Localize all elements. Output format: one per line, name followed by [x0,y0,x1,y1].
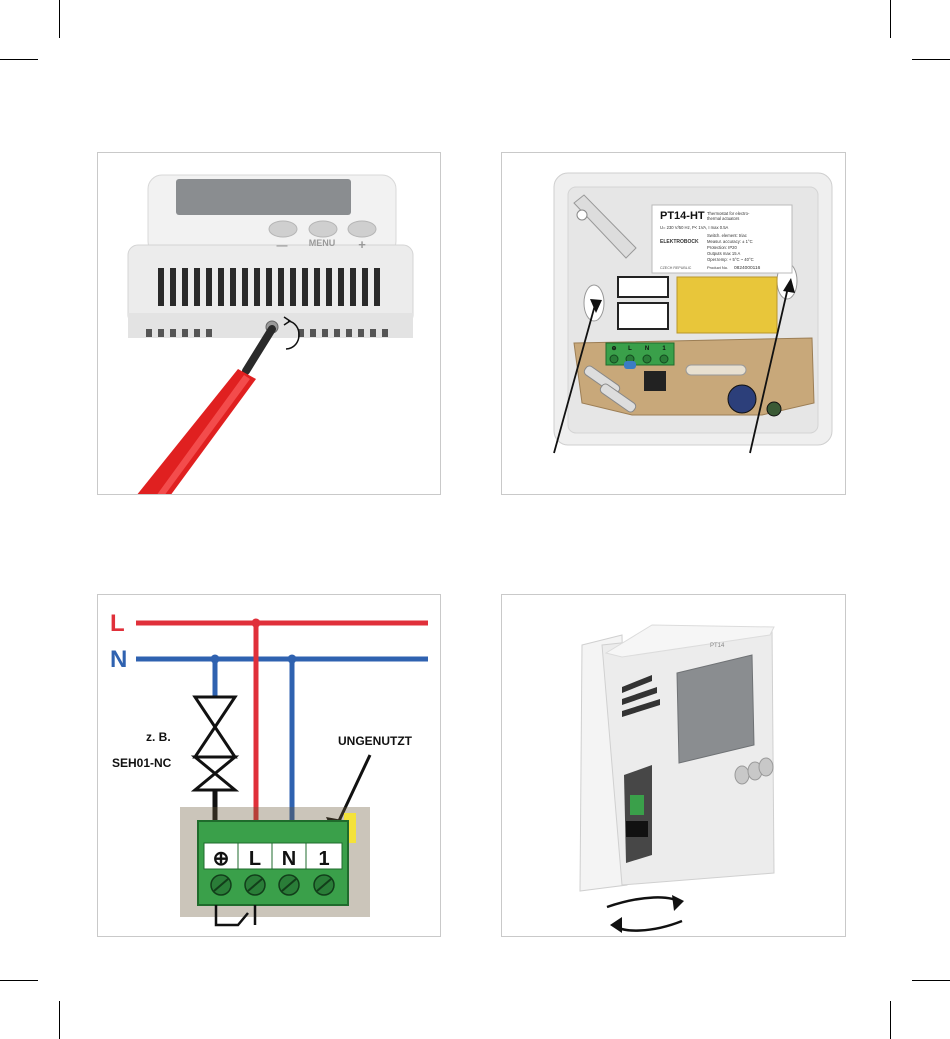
device-brand: PT14 [710,643,725,649]
electrolytic-capacitor [728,385,756,413]
crop-mark [890,1001,891,1039]
plus-button [348,221,376,237]
plus-label: + [358,237,366,252]
example-label-2: SEH01-NC [112,756,172,770]
terminal-3-label: N [282,848,296,870]
label-title: PT14-HT [660,210,705,222]
figure-remove-screw: — MENU + [97,152,441,495]
menu-label: MENU [309,238,336,248]
line-L-label: L [110,610,125,637]
crop-mark [0,59,38,60]
label-line: Measur. accuracy: ± 1°C [707,239,753,244]
terminal-label: ⊕ [611,346,616,352]
device-button [735,766,749,784]
rotate-arrow-icon [614,921,682,931]
figure-attach-device: PT14 [501,594,846,937]
thermostat-front-illustration: — MENU + [98,153,441,495]
terminal-label: L [628,346,632,352]
crop-mark [912,59,950,60]
label-line: Outputs max 15 A [707,251,740,256]
product-no: 0824000116 [734,265,761,271]
line-N-label: N [110,646,127,673]
label-line: Switch. element: triac [707,233,747,238]
capacitor [677,277,777,333]
crop-mark [890,0,891,38]
thermostat-back-illustration: PT14-HT Thermostat for electro- thermal … [502,153,846,495]
label-line: thermal actuators [707,216,739,221]
brand-text: ELEKTROBOCK [660,239,699,245]
rotate-arrow-icon [607,897,680,907]
wiring-diagram: L N z. B. SEH01-NC UNGENUTZT ⊕ L [98,595,441,937]
terminal-4-label: 1 [318,848,329,870]
label-line: U= 230 V/50 Hz, P< 1VA, I max 0.5A [660,225,729,230]
crop-mark [59,1001,60,1039]
crop-mark [912,980,950,981]
minus-label: — [277,240,288,252]
device-button [759,758,773,776]
crop-mark [0,980,38,981]
crop-mark [59,0,60,38]
menu-button [309,221,337,237]
product-no-label: Product No. [707,265,728,270]
lcd-display [677,655,754,763]
label-line: Protection: IP20 [707,245,737,250]
figure-mounting-holes: PT14-HT Thermostat for electro- thermal … [501,152,846,495]
terminal-1-label: ⊕ [213,848,230,870]
origin-text: CZECH REPUBLIC [660,266,692,270]
terminal-label: N [645,346,649,352]
thermostat-side-illustration: PT14 [502,595,846,937]
valve-symbol [195,697,235,757]
chip [644,371,666,391]
unused-label: UNGENUTZT [338,734,413,748]
terminal-2-label: L [249,848,261,870]
minus-button [269,221,297,237]
lcd-display [176,179,351,215]
figure-wiring-diagram: L N z. B. SEH01-NC UNGENUTZT ⊕ L [97,594,441,937]
example-label-1: z. B. [146,730,171,744]
label-line: Oper.temp: + 5°C ~ 40°C [707,257,754,262]
